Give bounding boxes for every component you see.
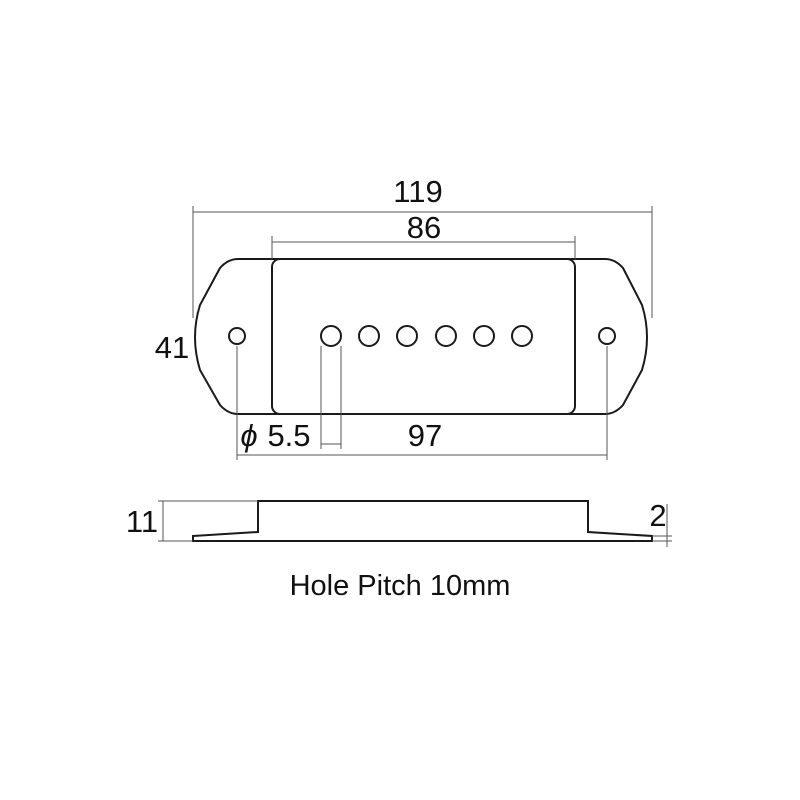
dim-label-86: 86 — [407, 210, 441, 245]
hole-pitch-caption: Hole Pitch 10mm — [289, 570, 511, 602]
pole-hole-3 — [396, 325, 418, 347]
pickup-outline-side-view — [192, 500, 653, 542]
dimension-mount-spacing: 97 — [236, 346, 608, 460]
pole-hole-4 — [435, 325, 457, 347]
dim-label-11: 11 — [126, 504, 158, 539]
dimension-overall-length: 119 — [192, 174, 653, 318]
dim-label-2: 2 — [649, 498, 666, 533]
mount-hole-right — [598, 327, 616, 345]
pole-hole-1 — [320, 325, 342, 347]
dim-label-5-5: 5.5 — [267, 418, 310, 453]
pickup-cover-top-view — [271, 258, 576, 415]
dim-label-119: 119 — [393, 174, 442, 209]
pole-hole-5 — [473, 325, 495, 347]
dimension-body-length: 86 — [271, 210, 576, 259]
dim-label-97: 97 — [408, 418, 442, 453]
pole-hole-2 — [358, 325, 380, 347]
dimension-flange-thickness: 2 — [649, 498, 672, 547]
pole-piece-holes — [320, 325, 533, 347]
dim-label-41: 41 — [155, 330, 189, 365]
pole-hole-6 — [511, 325, 533, 347]
dimension-height: 11 — [126, 500, 258, 542]
dimension-hole-diameter: ϕ 5.5 — [240, 346, 342, 453]
mount-hole-left — [228, 327, 246, 345]
phi-symbol: ϕ — [240, 418, 257, 453]
